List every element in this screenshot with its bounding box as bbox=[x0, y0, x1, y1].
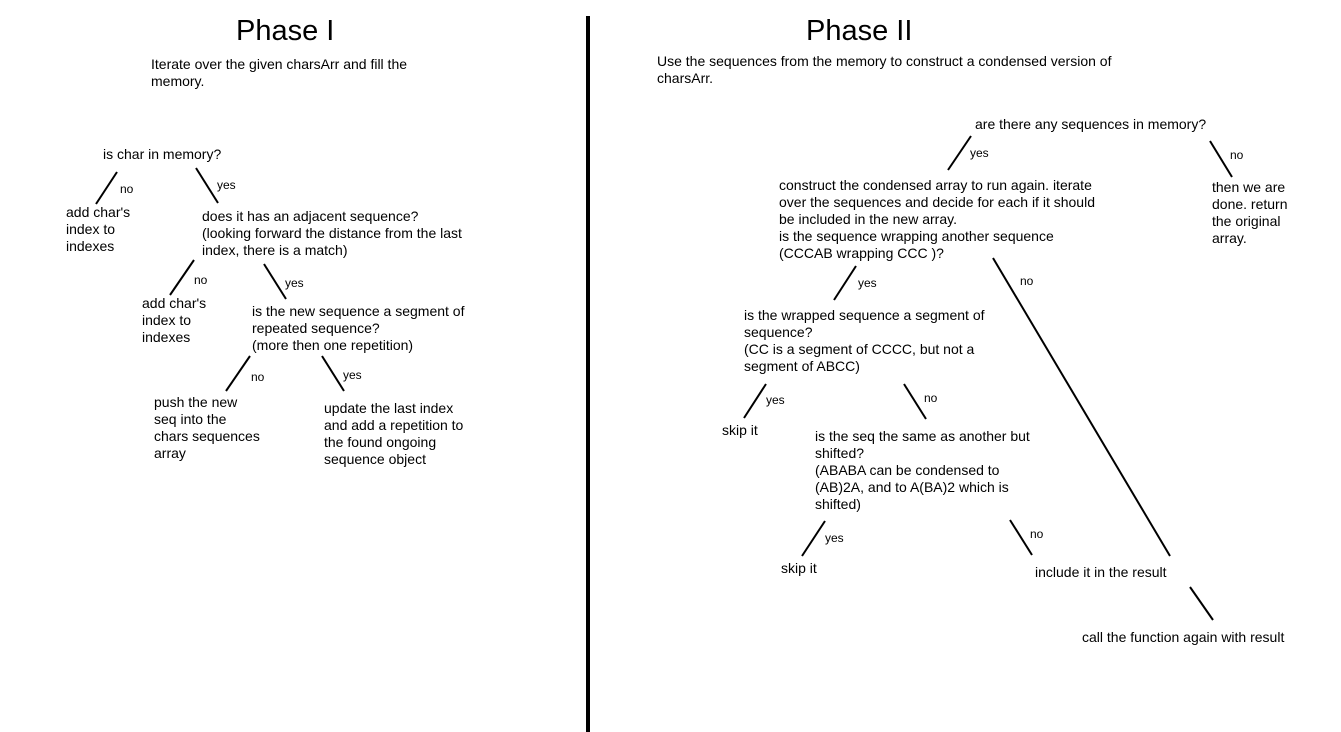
node-push-new-seq: push the new seq into the chars sequence… bbox=[154, 394, 260, 461]
p2-edge-no-2 bbox=[992, 257, 1171, 557]
node-construct-condensed-array: construct the condensed array to run aga… bbox=[779, 177, 1095, 261]
p1-edge-yes-1 bbox=[195, 167, 219, 204]
node-add-char-index-1: add char's index to indexes bbox=[66, 204, 131, 254]
p1-label-yes-2: yes bbox=[285, 276, 304, 290]
phase1-title: Phase I bbox=[236, 15, 335, 47]
p2-label-yes-2: yes bbox=[858, 276, 877, 290]
node-wrapped-segment: is the wrapped sequence a segment of seq… bbox=[744, 307, 985, 374]
p2-edge-yes-3 bbox=[743, 383, 767, 419]
p1-label-yes-1: yes bbox=[217, 178, 236, 192]
phase1-intro: Iterate over the given charsArr and fill… bbox=[151, 56, 408, 89]
node-update-last-index: update the last index and add a repetiti… bbox=[324, 400, 464, 467]
p2-edge-call-again bbox=[1189, 586, 1214, 621]
p1-edge-yes-3 bbox=[321, 355, 345, 392]
p1-edge-no-2 bbox=[169, 259, 195, 296]
p2-label-no-4: no bbox=[1030, 527, 1044, 541]
p2-edge-no-4 bbox=[1009, 519, 1033, 556]
p1-label-no-1: no bbox=[120, 182, 134, 196]
node-include-in-result: include it in the result bbox=[1035, 564, 1167, 580]
p2-label-no-3: no bbox=[924, 391, 938, 405]
node-shifted-sequence: is the seq the same as another but shift… bbox=[815, 428, 1030, 512]
p2-label-yes-4: yes bbox=[825, 531, 844, 545]
node-segment-of-repeated: is the new sequence a segment of repeate… bbox=[252, 303, 465, 353]
p1-label-no-2: no bbox=[194, 273, 208, 287]
p1-label-no-3: no bbox=[251, 370, 265, 384]
node-adjacent-sequence: does it has an adjacent sequence? (looki… bbox=[202, 208, 462, 258]
p2-label-no-2: no bbox=[1020, 274, 1034, 288]
p1-label-yes-3: yes bbox=[343, 368, 362, 382]
node-add-char-index-2: add char's index to indexes bbox=[142, 295, 207, 345]
p1-edge-yes-2 bbox=[263, 263, 287, 300]
node-is-char-in-memory: is char in memory? bbox=[103, 146, 222, 162]
node-skip-it-1: skip it bbox=[722, 422, 758, 438]
p2-edge-no-1 bbox=[1209, 140, 1233, 178]
p1-edge-no-1 bbox=[95, 171, 118, 205]
p2-edge-no-3 bbox=[903, 383, 927, 420]
phase2-title: Phase II bbox=[806, 15, 913, 47]
node-any-sequences-in-memory: are there any sequences in memory? bbox=[975, 116, 1207, 132]
p2-label-yes-3: yes bbox=[766, 393, 785, 407]
p2-edge-yes-4 bbox=[801, 520, 826, 557]
p1-edge-no-3 bbox=[225, 355, 251, 392]
p2-label-no-1: no bbox=[1230, 148, 1244, 162]
p2-label-yes-1: yes bbox=[970, 146, 989, 160]
p2-edge-yes-1 bbox=[947, 135, 972, 171]
node-skip-it-2: skip it bbox=[781, 560, 817, 576]
node-call-function-again: call the function again with result bbox=[1082, 629, 1285, 645]
p2-edge-yes-2 bbox=[833, 265, 857, 301]
phase2-intro: Use the sequences from the memory to con… bbox=[657, 53, 1112, 86]
node-done-return-original: then we are done. return the original ar… bbox=[1212, 179, 1288, 246]
